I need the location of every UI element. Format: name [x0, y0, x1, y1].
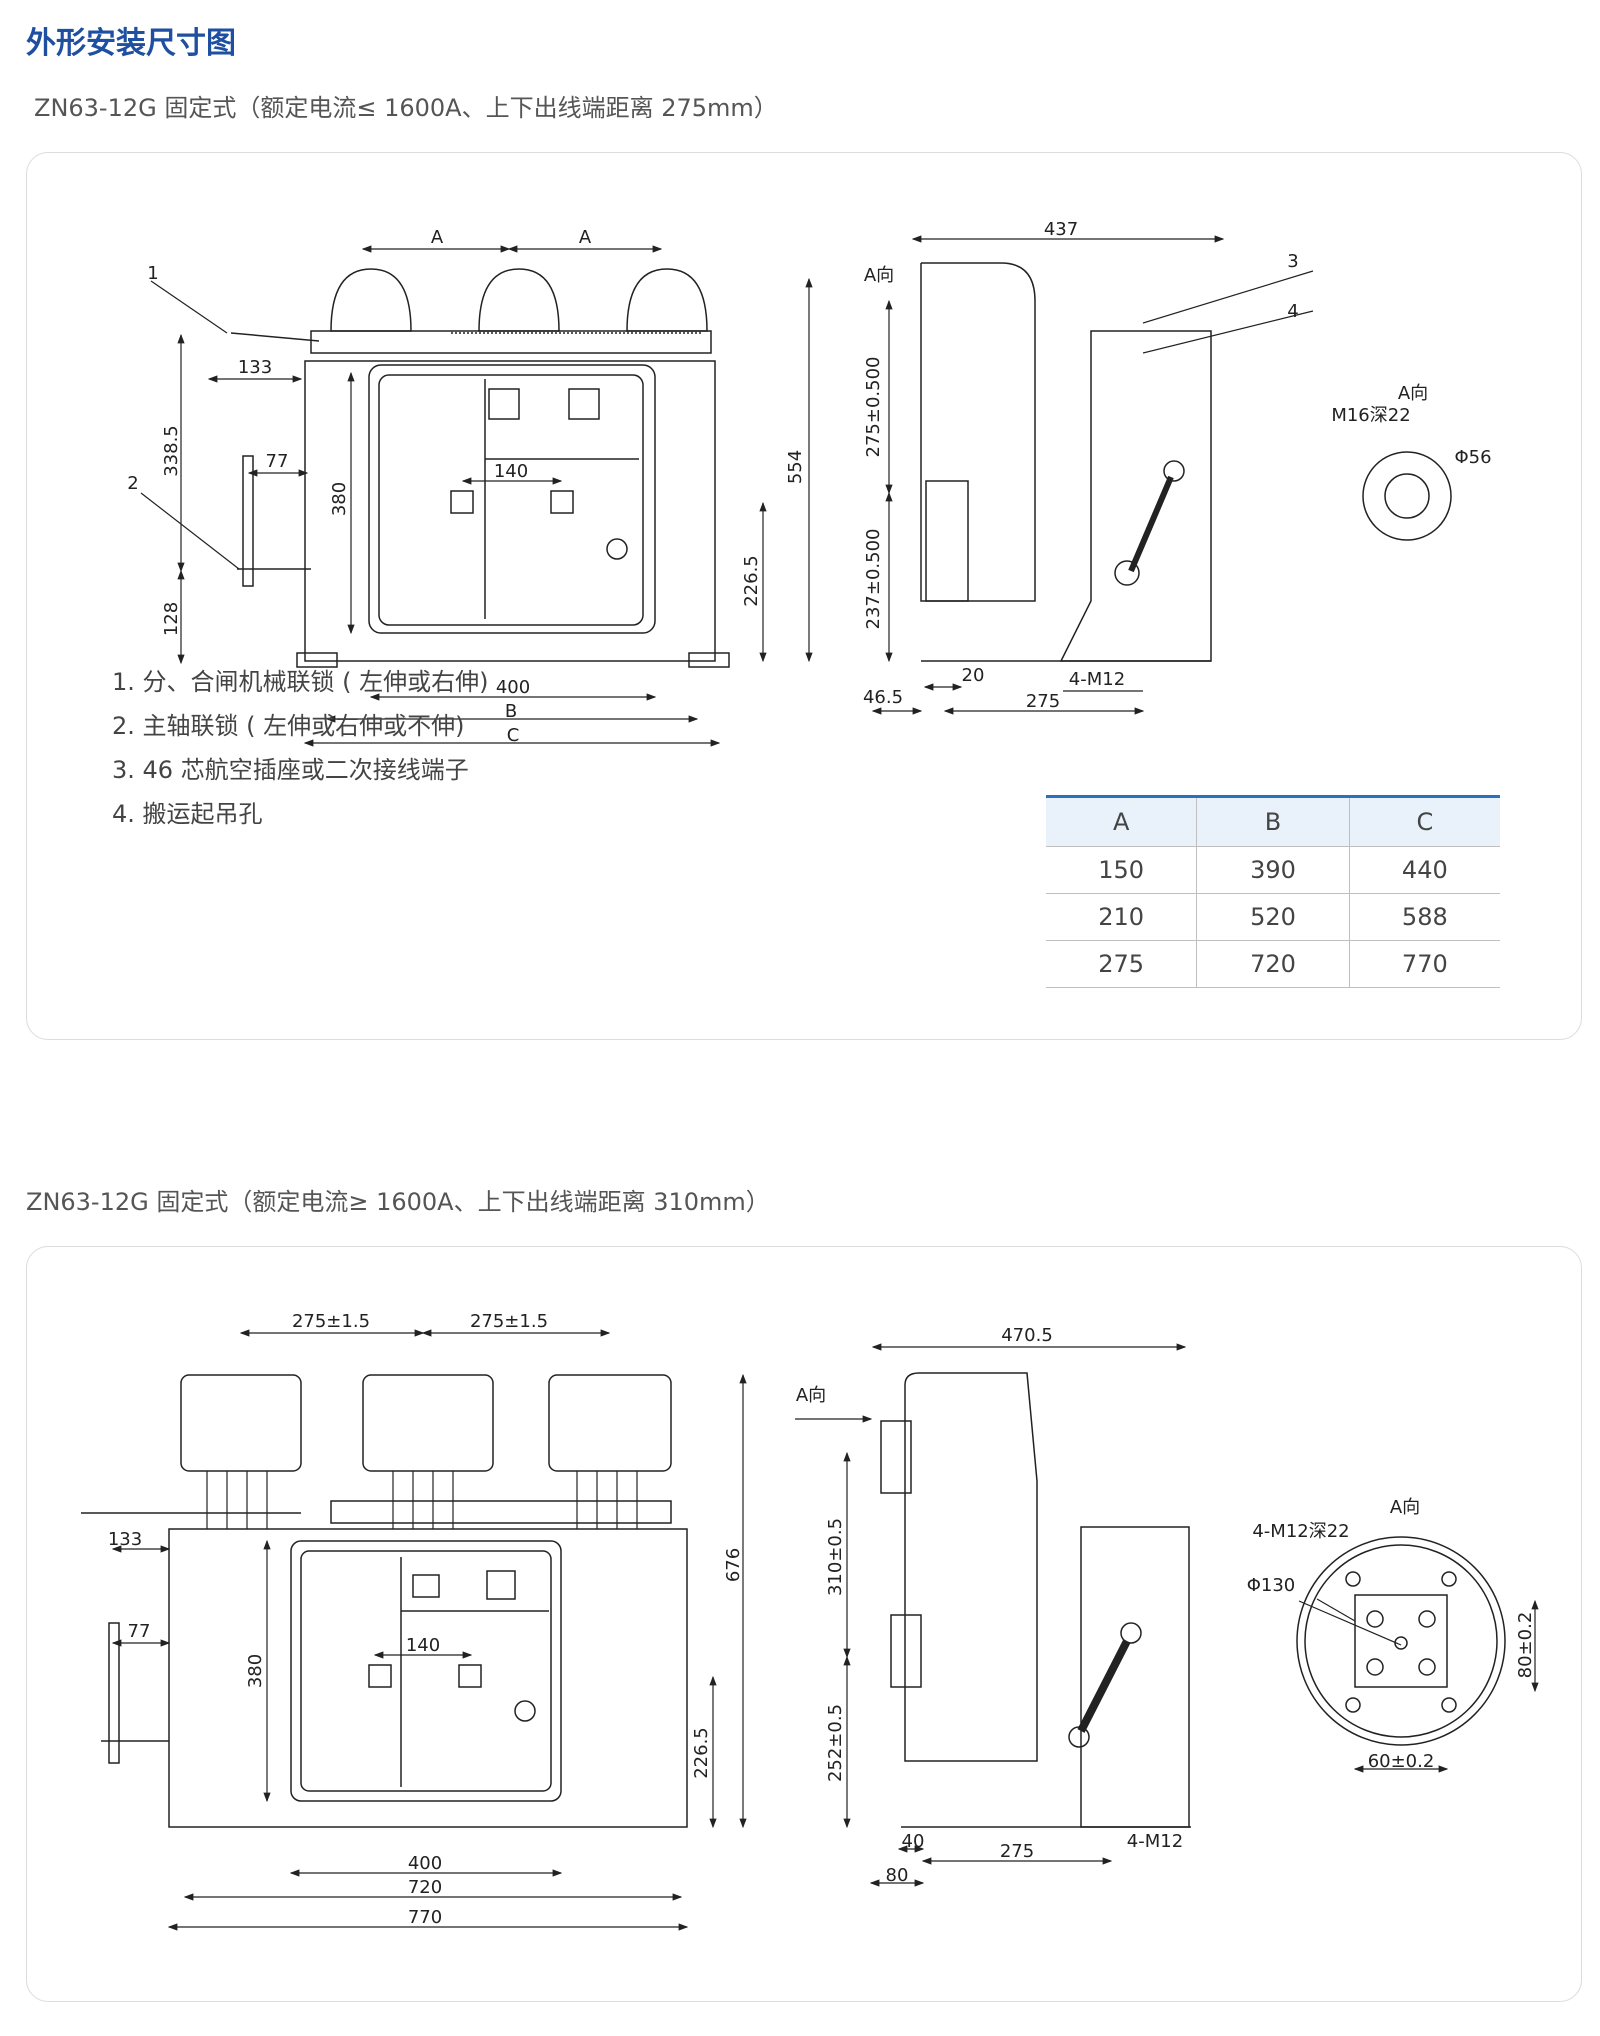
phi130-label: Φ130	[1247, 1575, 1296, 1596]
table-cell: 770	[1348, 940, 1500, 988]
technical-drawing-1: A A 133 77 140 400 B C 437 A向 46.5 20 27…	[127, 219, 1492, 747]
section-2-title: ZN63-12G 固定式（额定电流≥ 1600A、上下出线端距离 310mm）	[26, 1188, 770, 1216]
table-cell: 720	[1196, 940, 1350, 988]
dim-275-tol: 275±0.500	[863, 357, 884, 458]
dim-275-b: 275±1.5	[470, 1311, 548, 1332]
table-cell: 390	[1196, 846, 1350, 894]
dim-400-2: 400	[408, 1853, 442, 1874]
callout-3: 3	[1287, 251, 1298, 272]
dim-400: 400	[496, 677, 530, 698]
dim-a-1: A	[431, 227, 444, 248]
dim-77-2: 77	[128, 1621, 151, 1642]
m12-label: 4-M12	[1069, 669, 1125, 690]
a-direction-label: A向	[864, 265, 894, 286]
dim-252: 252±0.5	[825, 1704, 846, 1782]
table-header-row: A B C	[1046, 795, 1500, 847]
legend-list: 1. 分、合闸机械联锁 ( 左伸或右伸) 2. 主轴联锁 ( 左伸或右伸或不伸)…	[112, 660, 489, 836]
dim-128: 128	[161, 602, 182, 636]
dim-310: 310±0.5	[825, 1518, 846, 1596]
dim-a-2: A	[579, 227, 592, 248]
m12-depth-label: 4-M12深22	[1252, 1521, 1349, 1542]
dimension-table: A B C 150 390 440 210 520 588 275 720 77…	[1046, 795, 1500, 988]
table-cell: 440	[1348, 846, 1500, 894]
dim-140-2: 140	[406, 1635, 440, 1656]
table-cell: 588	[1348, 893, 1500, 941]
dim-133-2: 133	[108, 1529, 142, 1550]
dim-380-2: 380	[245, 1654, 266, 1688]
table-header: A	[1046, 795, 1197, 847]
m16-label: M16深22	[1331, 405, 1410, 426]
dim-226-5-2: 226.5	[691, 1727, 712, 1779]
dim-338-5: 338.5	[161, 425, 182, 477]
dim-275-a: 275±1.5	[292, 1311, 370, 1332]
dim-554: 554	[785, 450, 806, 484]
legend-item: 3. 46 芯航空插座或二次接线端子	[112, 756, 469, 784]
m12-label-2: 4-M12	[1127, 1831, 1183, 1852]
table-cell: 275	[1046, 940, 1197, 988]
table-cell: 210	[1046, 893, 1197, 941]
dim-380: 380	[329, 482, 350, 516]
dim-40: 40	[902, 1831, 925, 1852]
table-row: 210 520 588	[1046, 893, 1500, 941]
dim-226-5: 226.5	[741, 555, 762, 607]
dim-80-tol: 80±0.2	[1515, 1612, 1536, 1679]
section-1-title: ZN63-12G 固定式（额定电流≤ 1600A、上下出线端距离 275mm）	[34, 94, 778, 122]
page-title: 外形安装尺寸图	[26, 26, 236, 61]
dim-770: 770	[408, 1907, 442, 1928]
table-header: B	[1196, 795, 1350, 847]
technical-drawing-2: 275±1.5 275±1.5 133 77 140 400 720 770 4…	[81, 1311, 1539, 1931]
dim-275: 275	[1026, 691, 1060, 712]
table-cell: 520	[1196, 893, 1350, 941]
callout-1: 1	[147, 263, 158, 284]
breaker-body-2	[168, 1528, 688, 1828]
drawing-card-2: 275±1.5 275±1.5 133 77 140 400 720 770 4…	[26, 1246, 1582, 2002]
dim-80: 80	[886, 1865, 909, 1886]
dim-60: 60±0.2	[1368, 1751, 1435, 1772]
dim-140: 140	[494, 461, 528, 482]
dim-470-5: 470.5	[1001, 1325, 1053, 1346]
table-cell: 150	[1046, 846, 1197, 894]
legend-item: 2. 主轴联锁 ( 左伸或右伸或不伸)	[112, 712, 465, 740]
a-direction-label-2: A向	[796, 1385, 826, 1406]
a-direction-view-label: A向	[1398, 383, 1428, 404]
legend-item: 1. 分、合闸机械联锁 ( 左伸或右伸)	[112, 668, 489, 696]
dim-437: 437	[1044, 219, 1078, 240]
callout-2: 2	[127, 473, 138, 494]
table-header: C	[1348, 795, 1500, 847]
phi56-label: Φ56	[1454, 447, 1491, 468]
dim-46-5: 46.5	[863, 687, 903, 708]
dim-676: 676	[723, 1548, 744, 1582]
dim-c: C	[507, 725, 520, 746]
dim-133: 133	[238, 357, 272, 378]
legend-item: 4. 搬运起吊孔	[112, 800, 263, 828]
dim-b: B	[505, 701, 517, 722]
table-row: 150 390 440	[1046, 846, 1500, 894]
breaker-body	[304, 360, 716, 662]
dim-20: 20	[962, 665, 985, 686]
dim-720: 720	[408, 1877, 442, 1898]
callout-4: 4	[1287, 301, 1298, 322]
dim-275-side: 275	[1000, 1841, 1034, 1862]
dim-77: 77	[266, 451, 289, 472]
dim-237-tol: 237±0.500	[863, 529, 884, 630]
a-direction-view-label-2: A向	[1390, 1497, 1420, 1518]
table-row: 275 720 770	[1046, 940, 1500, 988]
